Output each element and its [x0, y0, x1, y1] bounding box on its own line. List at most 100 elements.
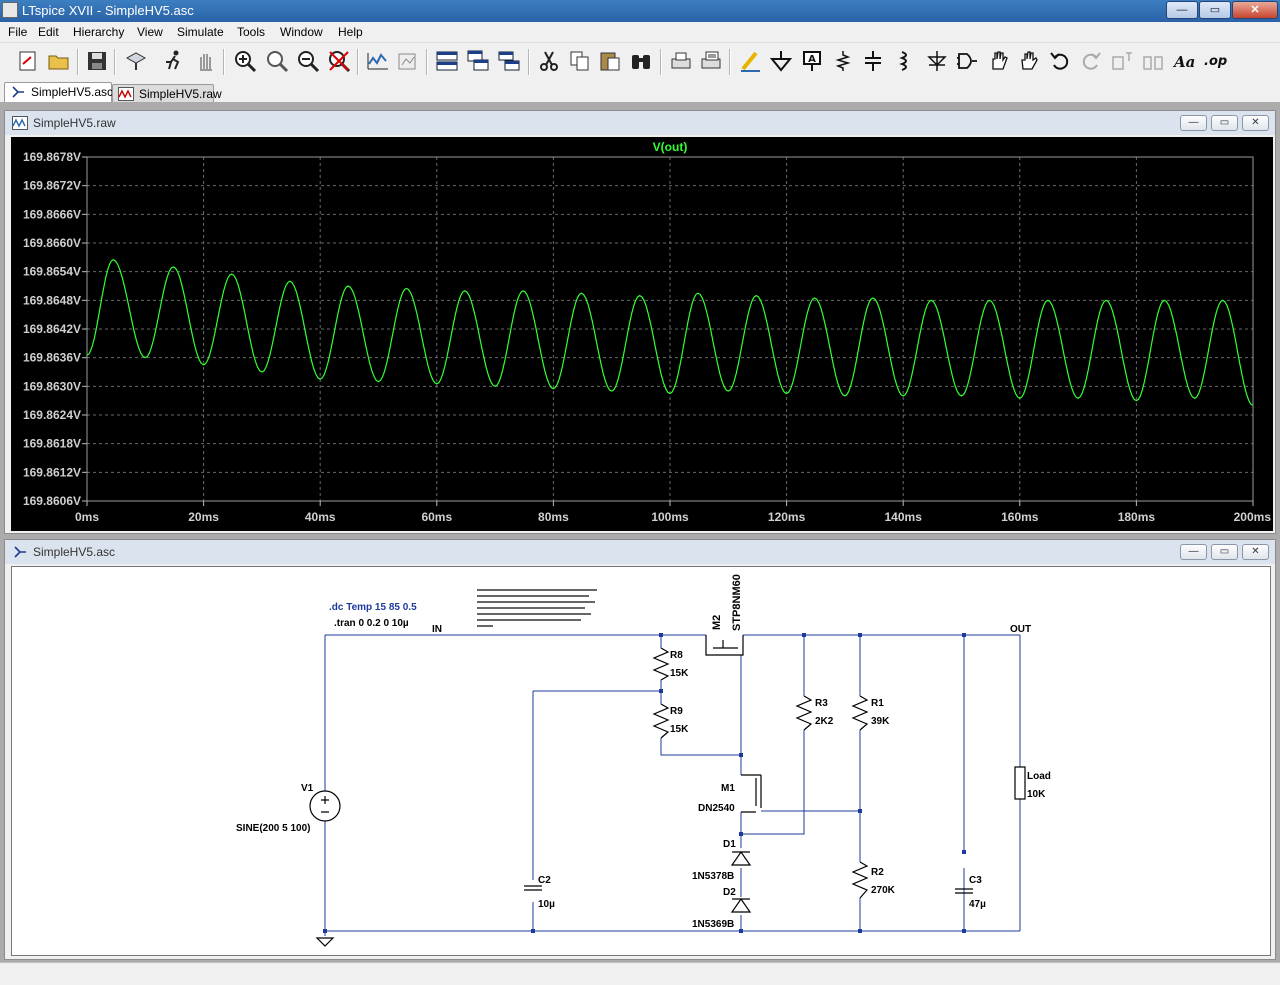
capacitor-c2[interactable]	[524, 885, 542, 891]
y-tick-label[interactable]: 169.8648V	[23, 293, 81, 307]
capacitor-c3[interactable]	[955, 888, 973, 894]
print-setup-icon[interactable]	[699, 49, 723, 73]
tile-horizontal-icon[interactable]	[435, 49, 459, 73]
directive-tran[interactable]: .tran 0 0.2 0 10µ	[334, 618, 409, 629]
schematic-canvas[interactable]: .dc Temp 15 85 0.5 .tran 0 0.2 0 10µ IN …	[11, 566, 1271, 956]
y-tick-label[interactable]: 169.8666V	[23, 207, 81, 221]
redo-icon[interactable]	[1079, 49, 1103, 73]
waveform-plot[interactable]: V(out) 169.8678V 169.8672V 169.8666V 169.86…	[11, 137, 1273, 531]
run-icon[interactable]	[162, 49, 186, 73]
directive-dc[interactable]: .dc Temp 15 85 0.5	[329, 602, 417, 613]
y-tick-label[interactable]: 169.8630V	[23, 379, 81, 393]
tab-schematic[interactable]: SimpleHV5.asc	[4, 82, 113, 102]
diode-d2[interactable]	[730, 897, 752, 913]
waveform-minimize-button[interactable]: —	[1180, 115, 1207, 131]
schematic-window-title-bar[interactable]: SimpleHV5.asc — ▭ ✕	[5, 540, 1275, 564]
x-tick-label[interactable]: 140ms	[885, 510, 923, 524]
autorange-icon[interactable]	[366, 49, 390, 73]
net-label-out[interactable]: OUT	[1010, 624, 1031, 635]
waveform-close-button[interactable]: ✕	[1242, 115, 1269, 131]
x-tick-label[interactable]: 60ms	[421, 510, 452, 524]
y-tick-label[interactable]: 169.8672V	[23, 179, 81, 193]
menu-simulate[interactable]: Simulate	[177, 25, 224, 39]
resistor-icon[interactable]	[831, 49, 855, 73]
zoom-in-icon[interactable]	[233, 49, 257, 73]
menu-file[interactable]: File	[8, 25, 28, 39]
schematic-close-button[interactable]: ✕	[1242, 544, 1269, 560]
menu-window[interactable]: Window	[280, 25, 323, 39]
tile-vertical-icon[interactable]	[497, 49, 521, 73]
x-tick-label[interactable]: 80ms	[538, 510, 569, 524]
menu-tools[interactable]: Tools	[237, 25, 266, 39]
x-tick-label[interactable]: 20ms	[188, 510, 219, 524]
menu-hierarchy[interactable]: Hierarchy	[73, 25, 125, 39]
y-tick-label[interactable]: 169.8636V	[23, 351, 81, 365]
x-tick-label[interactable]: 160ms	[1001, 510, 1039, 524]
text-icon[interactable]: Aa	[1172, 49, 1196, 73]
find-icon[interactable]	[629, 49, 653, 73]
drag-icon[interactable]	[1017, 49, 1041, 73]
resistor-r1[interactable]	[851, 695, 869, 731]
zoom-out-icon[interactable]	[296, 49, 320, 73]
schematic-minimize-button[interactable]: —	[1180, 544, 1207, 560]
resistor-r3[interactable]	[795, 695, 813, 731]
new-schematic-icon[interactable]	[16, 49, 40, 73]
undo-icon[interactable]	[1048, 49, 1072, 73]
x-tick-label[interactable]: 180ms	[1118, 510, 1156, 524]
save-icon[interactable]	[85, 49, 109, 73]
y-tick-label[interactable]: 169.8612V	[23, 465, 81, 479]
wires[interactable]	[324, 634, 1021, 936]
print-icon[interactable]	[669, 49, 693, 73]
draw-wire-icon[interactable]	[738, 49, 762, 73]
resistor-r2[interactable]	[851, 861, 869, 899]
resistor-r9[interactable]	[652, 703, 670, 739]
mosfet-m1[interactable]	[741, 774, 762, 813]
menu-help[interactable]: Help	[338, 25, 363, 39]
resistor-r8[interactable]	[652, 647, 670, 681]
diode-icon[interactable]	[925, 49, 949, 73]
schematic-maximize-button[interactable]: ▭	[1211, 544, 1238, 560]
zoom-cancel-icon[interactable]	[327, 49, 351, 73]
resistor-load[interactable]	[1014, 766, 1026, 800]
ltspice-app-icon[interactable]	[2, 2, 18, 18]
capacitor-icon[interactable]	[861, 49, 885, 73]
mirror-icon[interactable]	[1141, 49, 1165, 73]
paste-icon[interactable]	[598, 49, 622, 73]
x-tick-label[interactable]: 200ms	[1234, 510, 1272, 524]
inductor-icon[interactable]	[892, 49, 916, 73]
copy-icon[interactable]	[568, 49, 592, 73]
y-tick-label[interactable]: 169.8678V	[23, 150, 81, 164]
plot-pane[interactable]: V(out) 169.8678V 169.8672V 169.8666V 169.86…	[11, 137, 1273, 531]
x-tick-label[interactable]: 40ms	[305, 510, 336, 524]
ground-icon[interactable]	[769, 49, 793, 73]
y-tick-label[interactable]: 169.8660V	[23, 236, 81, 250]
zoom-full-icon[interactable]	[265, 49, 289, 73]
trace-vout[interactable]	[86, 258, 1254, 406]
y-tick-label[interactable]: 169.8606V	[23, 494, 81, 508]
label-net-icon[interactable]: A	[800, 49, 824, 73]
source-v1[interactable]	[309, 790, 341, 822]
waveform-maximize-button[interactable]: ▭	[1211, 115, 1238, 131]
close-button[interactable]: ✕	[1232, 1, 1278, 19]
net-label-in[interactable]: IN	[432, 624, 442, 635]
spice-directive-icon[interactable]: .op	[1203, 49, 1227, 73]
tab-waveform[interactable]: SimpleHV5.raw	[112, 84, 222, 102]
y-tick-label[interactable]: 169.8642V	[23, 322, 81, 336]
maximize-button[interactable]: ▭	[1199, 1, 1231, 19]
cut-icon[interactable]	[537, 49, 561, 73]
menu-view[interactable]: View	[137, 25, 163, 39]
waveform-window-title-bar[interactable]: SimpleHV5.raw — ▭ ✕	[5, 111, 1275, 135]
cascade-icon[interactable]	[466, 49, 490, 73]
x-tick-label[interactable]: 120ms	[768, 510, 806, 524]
y-tick-label[interactable]: 169.8618V	[23, 437, 81, 451]
diode-d1[interactable]	[730, 850, 752, 866]
menu-edit[interactable]: Edit	[38, 25, 59, 39]
component-icon[interactable]	[955, 49, 979, 73]
y-tick-label[interactable]: 169.8654V	[23, 265, 81, 279]
rotate-icon[interactable]	[1110, 49, 1134, 73]
minimize-button[interactable]: —	[1166, 1, 1198, 19]
move-icon[interactable]	[987, 49, 1011, 73]
control-panel-icon[interactable]	[124, 49, 148, 73]
trace-label-vout[interactable]: V(out)	[653, 140, 688, 154]
plot-settings-icon[interactable]	[396, 49, 420, 73]
